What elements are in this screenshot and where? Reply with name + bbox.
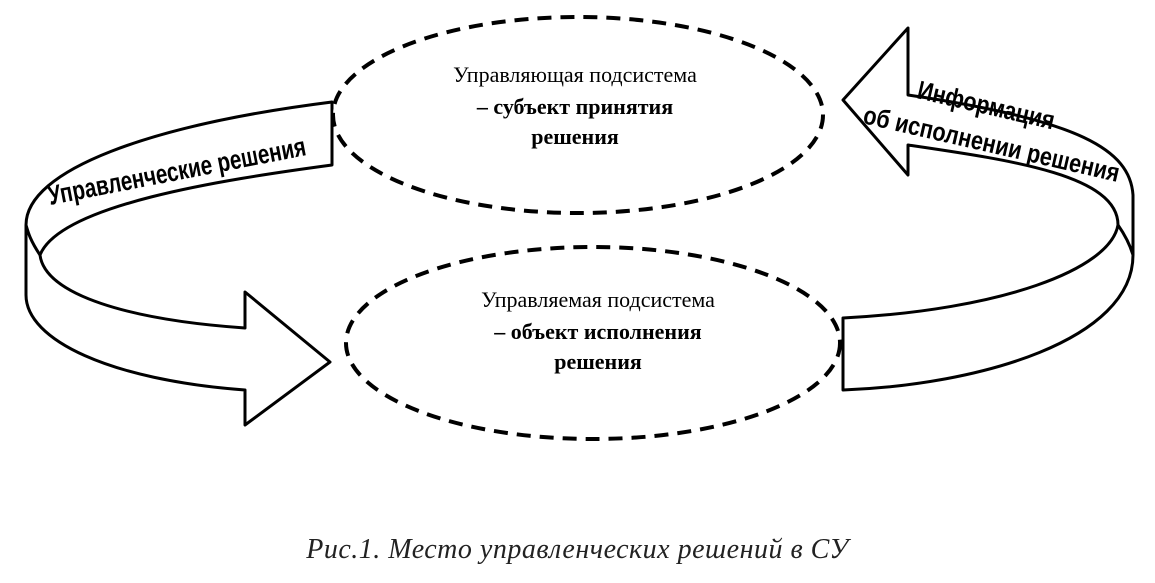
right-arrow-edge [1116,224,1135,256]
bottom-node-ellipse [344,245,842,441]
bottom-node-title: Управляемая подсистема [481,287,715,312]
figure-caption: Рис.1. Место управленческих решений в СУ [306,534,849,565]
bottom-node-subtitle-cont: решения [554,349,642,374]
top-node-ellipse [331,15,825,215]
left-curved-arrow [24,100,334,427]
bottom-node-subtitle: – объект исполнения [494,319,702,344]
right-curved-arrow [841,26,1135,392]
right-arrow-band [841,26,1135,392]
bottom-node-text: Управляемая подсистема – объект исполнен… [428,287,768,375]
top-node-text: Управляющая подсистема – субъект приняти… [405,62,745,150]
top-node-title: Управляющая подсистема [453,62,697,87]
left-arrow-edge [24,224,42,256]
top-node-subtitle: – субъект принятия [476,94,674,119]
top-node-subtitle-cont: решения [531,124,619,149]
left-arrow-band [24,100,334,427]
